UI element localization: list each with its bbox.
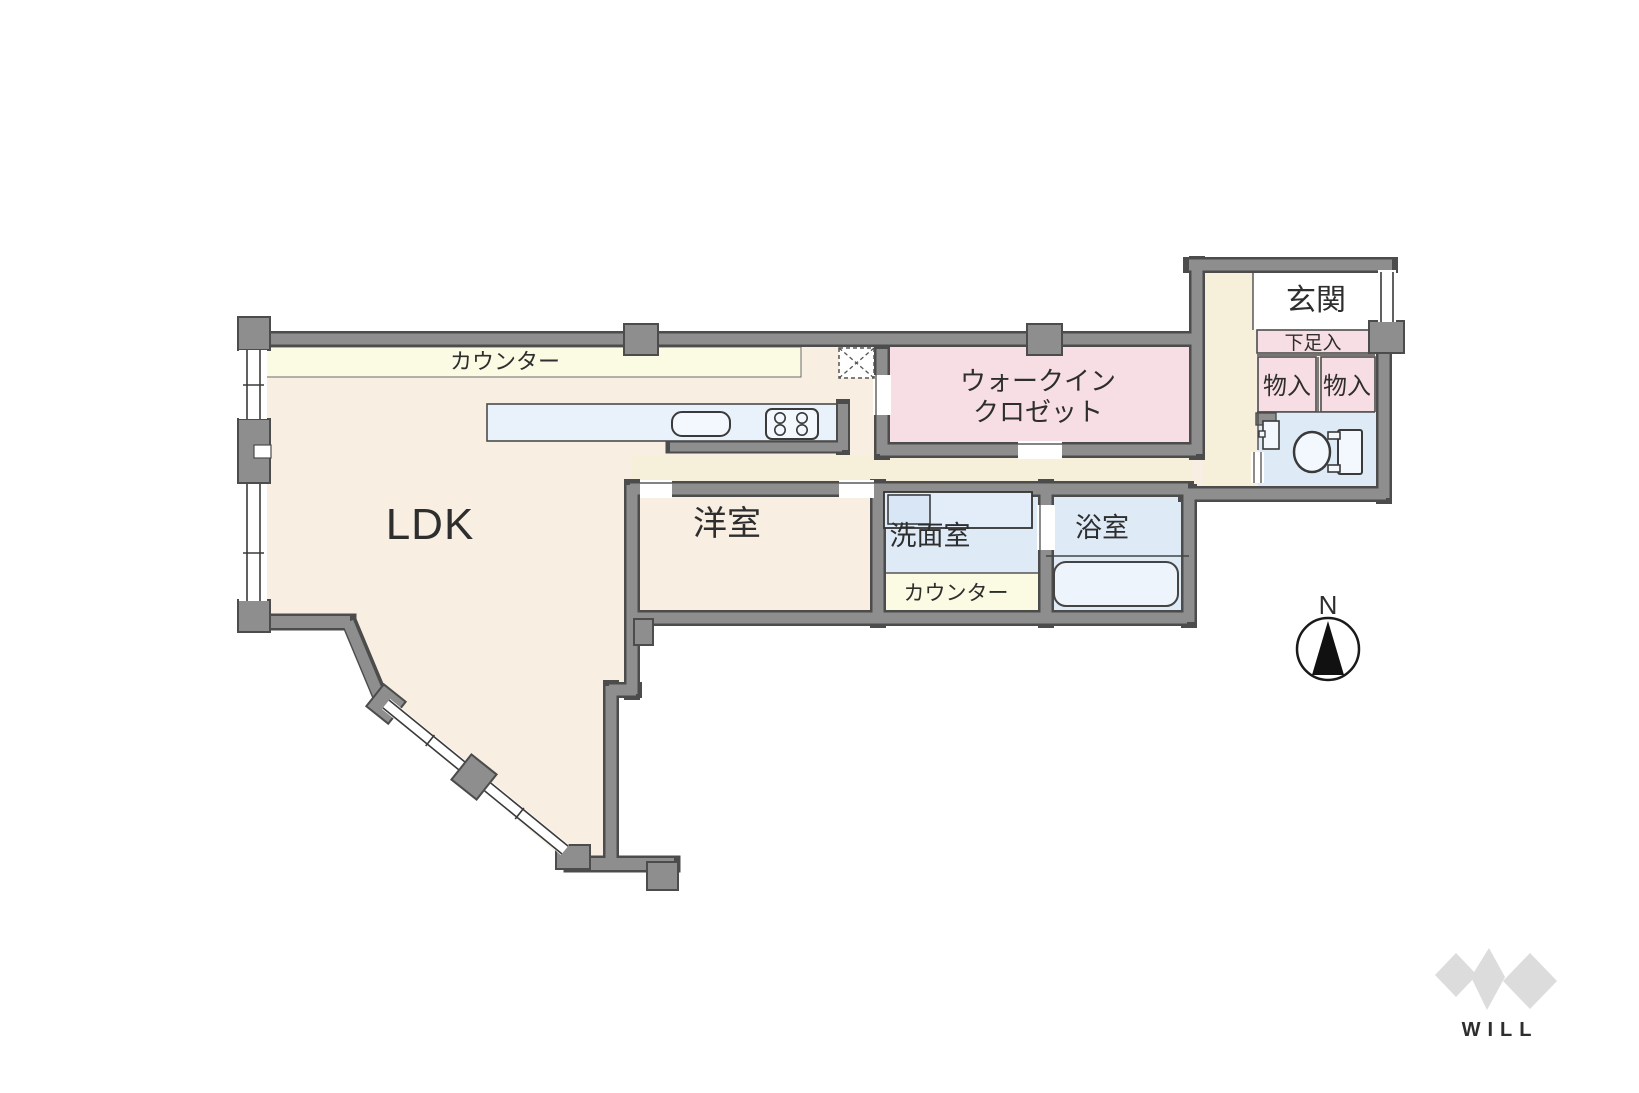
walls <box>244 259 1392 870</box>
label-storage-left: 物入 <box>1263 373 1311 400</box>
label-wic-line1: ウォークイン <box>960 366 1116 396</box>
storage-left-floor <box>1257 356 1317 413</box>
label-ldk: LDK <box>386 500 475 549</box>
hallway-floor <box>1203 268 1255 490</box>
bathtub <box>1046 555 1189 607</box>
toilet <box>1292 429 1363 475</box>
room-labels: カウンター LDK 洋室 ウォークイン クロゼット 玄関 下足入 物入 物入 洗… <box>386 284 1371 605</box>
kitchen-stove <box>765 408 819 440</box>
pillar-notch <box>253 444 272 459</box>
diagonal-pillar <box>450 753 498 801</box>
genkan-floor <box>1253 268 1383 330</box>
thin-partitions <box>1255 354 1375 450</box>
top-counter <box>251 346 802 378</box>
label-storage-right: 物入 <box>1323 373 1371 400</box>
will-logo: WILL <box>1435 948 1557 1041</box>
will-logo-mark <box>1435 948 1557 1010</box>
label-western-room: 洋室 <box>693 505 761 543</box>
door-openings <box>640 270 1396 550</box>
kitchen-sink <box>671 411 731 437</box>
compass: N <box>1295 590 1361 682</box>
compass-needle <box>1312 621 1344 675</box>
washing-machine-unit <box>883 491 1033 529</box>
walk-in-closet-floor <box>888 346 1194 449</box>
will-logo-text: WILL <box>1462 1019 1539 1041</box>
label-counter-wash: カウンター <box>904 582 1009 605</box>
label-genkan: 玄関 <box>1286 284 1346 317</box>
compass-n-label: N <box>1319 590 1338 620</box>
label-counter-top: カウンター <box>450 349 560 374</box>
label-bathroom: 浴室 <box>1075 513 1129 543</box>
refrigerator-space <box>838 347 875 379</box>
label-washroom: 洗面室 <box>890 521 971 551</box>
label-wic-line2: クロゼット <box>973 397 1103 427</box>
toilet-hand-sink <box>1258 420 1280 450</box>
label-shoe-storage: 下足入 <box>1284 333 1341 354</box>
